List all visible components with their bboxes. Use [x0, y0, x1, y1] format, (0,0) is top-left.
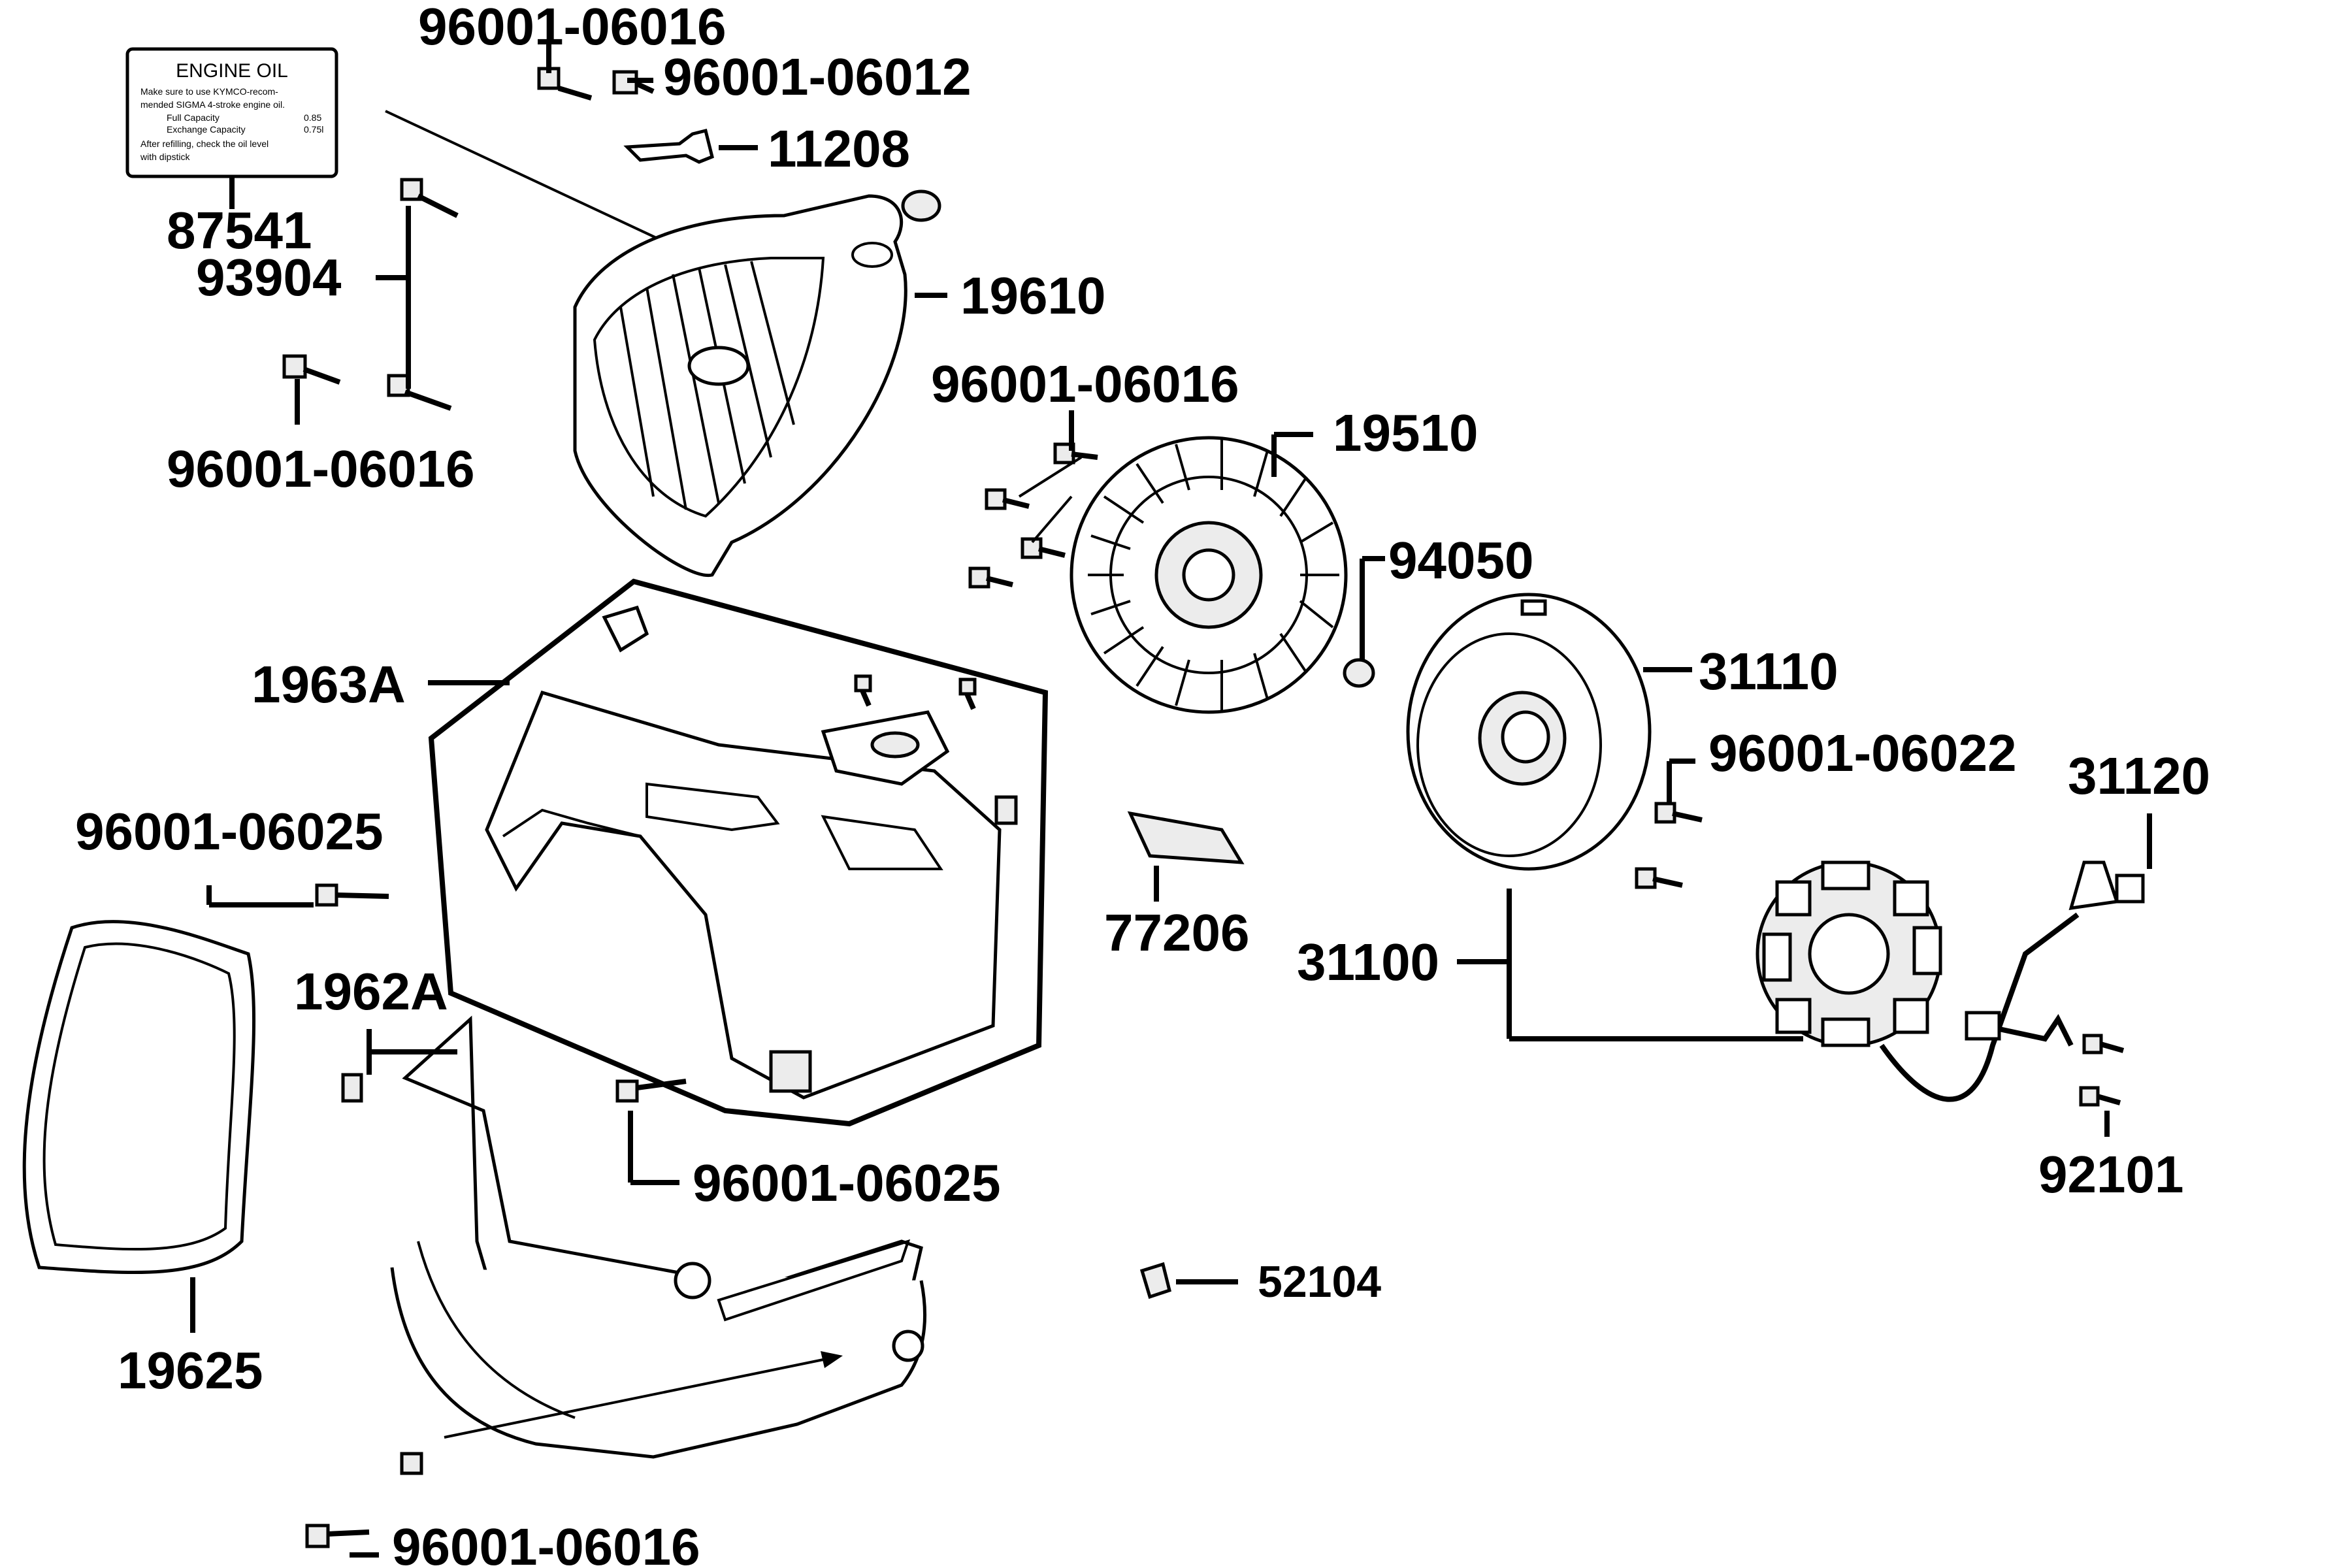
oil-label-line3-left: Full Capacity	[167, 112, 220, 123]
label-31120: 31120	[2068, 747, 2210, 805]
fan-bolt-connector-a	[1018, 456, 1083, 498]
lower-shroud-arrow-head	[821, 1351, 843, 1368]
label-31110: 31110	[1699, 642, 1838, 700]
clip-52104-part	[1139, 1262, 1171, 1299]
oil-label-line5: After refilling, check the oil level	[140, 139, 269, 149]
nut-94050-part	[1343, 658, 1375, 688]
label-1963a: 1963A	[252, 655, 406, 713]
label-96001-06012: 96001-06012	[663, 48, 972, 106]
label-96001-06016-left: 96001-06016	[167, 440, 475, 498]
fan-bolt-4-part	[968, 566, 1013, 589]
oil-label-line4-left: Exchange Capacity	[167, 124, 246, 135]
stator-bolt-lower-part	[1635, 867, 1683, 889]
bolt-96001-06025-left-part	[315, 883, 389, 907]
oil-label-line6: with dipstick	[140, 152, 190, 162]
cooling-fan-19510-part	[1070, 436, 1348, 714]
label-96001-06022: 96001-06022	[1708, 724, 2017, 782]
flywheel-31110-part	[1406, 593, 1652, 871]
lower-shroud-clamp-part	[400, 1452, 423, 1475]
lower-shroud-1962a-part	[390, 1015, 927, 1459]
fan-bolt-connector-b	[1031, 495, 1073, 544]
label-94050: 94050	[1388, 531, 1533, 589]
label-19625: 19625	[118, 1341, 263, 1399]
shroud-screw-a-part	[854, 674, 872, 707]
label-arrow-line	[385, 110, 693, 256]
label-87541: 87541	[167, 201, 312, 259]
label-31100: 31100	[1297, 933, 1439, 991]
label-93904: 93904	[196, 248, 342, 306]
engine-oil-label-part: ENGINE OIL Make sure to use KYMCO-recom-…	[125, 47, 338, 178]
bolt-92101-upper-part	[2082, 1034, 2125, 1054]
label-11208: 11208	[768, 120, 910, 178]
shroud-clip-part	[602, 605, 649, 653]
grommet-part	[901, 189, 941, 222]
seal-77206-part	[1127, 811, 1245, 864]
bolt-96001-06016-bottom-part	[305, 1524, 370, 1548]
label-77206: 77206	[1104, 904, 1249, 962]
oil-label-title: ENGINE OIL	[176, 60, 288, 82]
oil-label-line3-right: 0.85	[304, 112, 321, 123]
label-19510: 19510	[1333, 404, 1478, 462]
inspection-cap-part	[821, 710, 950, 786]
label-96001-06016-top: 96001-06016	[418, 0, 727, 56]
label-96001-06016-fan: 96001-06016	[931, 355, 1239, 413]
bolt-96001-06016-left-part	[282, 354, 341, 385]
stator-31120-part	[1756, 860, 2145, 1102]
fan-cover-19610-part	[573, 194, 907, 578]
label-92101: 92101	[2038, 1145, 2183, 1203]
shroud-1963a-part	[485, 690, 1002, 1100]
oil-label-line1: Make sure to use KYMCO-recom-	[140, 86, 278, 97]
bolt-96001-06025-mid-part	[615, 1079, 687, 1103]
label-96001-06025-left: 96001-06025	[75, 802, 384, 860]
oil-label-line2: mended SIGMA 4-stroke engine oil.	[140, 99, 285, 110]
label-96001-06025-mid: 96001-06025	[693, 1154, 1001, 1212]
fan-bolt-3-part	[1021, 537, 1066, 559]
fan-bolt-2-part	[985, 488, 1030, 510]
label-1962a: 1962A	[294, 962, 448, 1021]
screw-93904-upper-part	[400, 178, 459, 218]
lower-shroud-arrow-line	[444, 1358, 827, 1439]
leader-lines	[190, 44, 2152, 1558]
label-19610: 19610	[960, 267, 1105, 325]
label-52104: 52104	[1258, 1257, 1381, 1307]
stator-bolt-upper-part	[1654, 802, 1703, 824]
bolt-92101-lower-part	[2079, 1086, 2121, 1107]
oil-label-line4-right: 0.75l	[304, 124, 323, 135]
shroud-clip-right-part	[994, 795, 1018, 825]
bracket-11208-part	[623, 128, 714, 164]
label-96001-06016-bottom: 96001-06016	[392, 1518, 700, 1568]
lower-shroud-clip-part	[341, 1073, 363, 1103]
screw-93904-lower-part	[387, 374, 452, 411]
shroud-screw-b-part	[958, 678, 977, 710]
shroud-group-outline	[428, 578, 1049, 1127]
gasket-19625-part	[22, 920, 256, 1275]
